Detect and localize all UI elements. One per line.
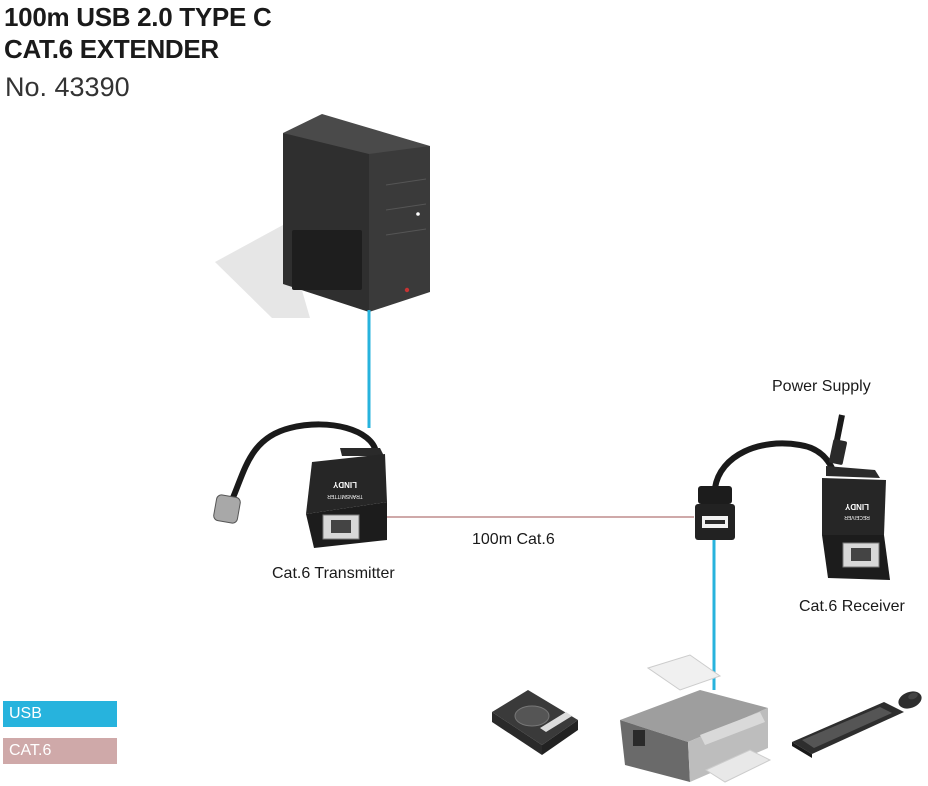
- keyboard-icon: [792, 702, 904, 758]
- legend-usb: USB: [3, 701, 117, 727]
- title-line-1: 100m USB 2.0 TYPE C: [4, 2, 272, 32]
- receiver-label: Cat.6 Receiver: [799, 598, 905, 615]
- title-line-2: CAT.6 EXTENDER: [4, 34, 219, 64]
- receiver-cable: [712, 440, 835, 489]
- product-number: No. 43390: [5, 72, 130, 102]
- power-supply-label: Power Supply: [772, 378, 871, 395]
- power-plug: [829, 414, 847, 465]
- printer-icon: [620, 654, 772, 783]
- hard-drive-icon: [492, 690, 578, 755]
- transmitter-text: TRANSMITTER: [327, 493, 363, 499]
- receiver-brand: LINDY: [844, 502, 869, 511]
- pc-tower: [215, 114, 430, 318]
- transmitter-box: LINDY TRANSMITTER: [306, 448, 387, 548]
- usb-a-socket: [695, 486, 735, 540]
- mouse-icon: [898, 691, 922, 709]
- receiver-text: RECEIVER: [844, 514, 870, 520]
- transmitter-brand: LINDY: [332, 480, 357, 489]
- legend-cat6: CAT.6: [3, 738, 117, 764]
- cable-label: 100m Cat.6: [472, 531, 555, 548]
- transmitter-label: Cat.6 Transmitter: [272, 565, 395, 582]
- receiver-box: LINDY RECEIVER: [822, 466, 890, 580]
- transmitter-cable: [229, 421, 379, 502]
- usb-c-plug: [213, 494, 241, 524]
